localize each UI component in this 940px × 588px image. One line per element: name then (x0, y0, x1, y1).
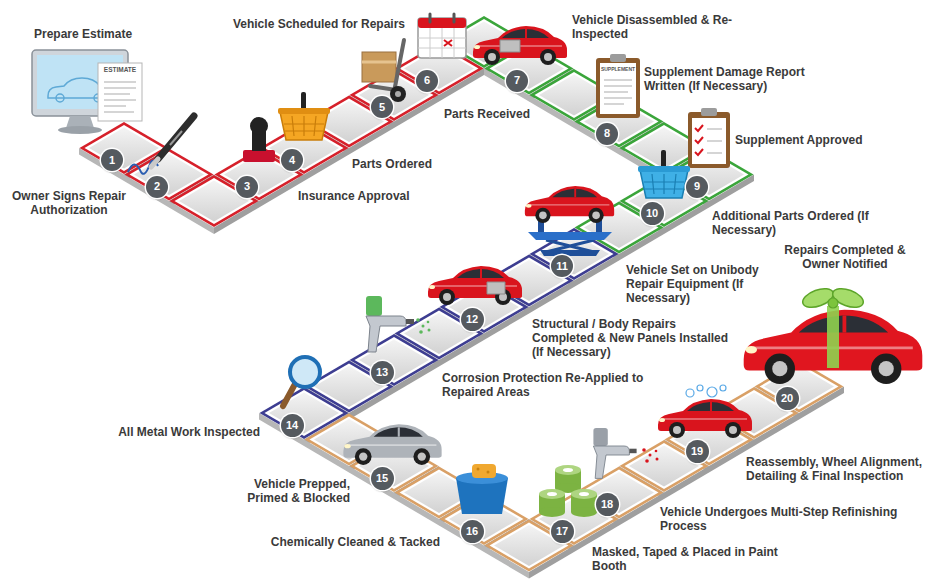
step-caption: Parts Ordered (352, 158, 462, 172)
step-marker: 8Supplement Damage Report Written (If Ne… (596, 123, 618, 145)
basket-icon (638, 150, 690, 198)
game-board (79, 16, 844, 579)
step-number: 12 (466, 314, 478, 325)
step-caption: Supplement Damage Report Written (If Nec… (644, 66, 849, 94)
step-marker: 5Parts Received (371, 96, 393, 118)
step-caption: Vehicle Undergoes Multi-Step Refinishing… (660, 506, 932, 534)
tape-rolls-icon (539, 465, 597, 517)
car-icon (428, 266, 522, 305)
step-caption: Prepare Estimate (34, 28, 164, 42)
step-caption: Corrosion Protection Re-Applied to Repai… (442, 372, 647, 400)
step-marker: 10Additional Parts Ordered (If Necessary… (641, 202, 664, 225)
step-marker: 9Supplement Approved (686, 176, 708, 198)
pen-icon (128, 116, 194, 174)
step-marker: 12Structural / Body Repairs Completed & … (461, 308, 484, 331)
step-marker: 1Prepare Estimate (101, 149, 123, 171)
disassembled-car-icon (473, 26, 567, 65)
icon-label: SUPPLEMENT (600, 67, 636, 72)
basket-icon (278, 92, 330, 140)
step-caption: Reassembly, Wheel Alignment, Detailing &… (746, 456, 932, 484)
step-caption: Insurance Approval (298, 190, 433, 204)
step-marker: 20Repairs Completed & Owner Notified (776, 387, 799, 410)
step-caption: All Metal Work Inspected (100, 426, 260, 440)
step-number: 2 (154, 181, 160, 192)
step-marker: 14All Metal Work Inspected (281, 414, 304, 437)
step-number: 8 (604, 128, 610, 139)
step-caption: Parts Received (444, 108, 544, 122)
step-marker: 16Chemically Cleaned & Tacked (461, 520, 484, 543)
step-caption: Vehicle Set on Unibody Repair Equipment … (626, 264, 776, 305)
bucket-icon (456, 464, 508, 514)
step-caption: Masked, Taped & Placed in Paint Booth (592, 546, 792, 574)
step-marker: 2Owner Signs Repair Authorization (146, 176, 168, 198)
step-number: 7 (514, 75, 520, 86)
step-caption: Additional Parts Ordered (If Necessary) (712, 210, 934, 238)
step-marker: 3Insurance Approval (236, 176, 258, 198)
car-lift-icon (525, 186, 614, 256)
estimate-paper-icon (98, 63, 142, 121)
step-marker: 11Vehicle Set on Unibody Repair Equipmen… (551, 255, 573, 277)
step-marker: 17Masked, Taped & Placed in Paint Booth (551, 520, 574, 543)
step-caption: Chemically Cleaned & Tacked (235, 536, 440, 550)
car-icon (343, 424, 441, 465)
step-number: 10 (646, 208, 658, 219)
gift-car-icon (744, 285, 923, 384)
step-number: 9 (694, 181, 700, 192)
step-number: 15 (376, 473, 388, 484)
step-number: 14 (286, 420, 298, 431)
step-number: 16 (466, 526, 478, 537)
calendar-icon (418, 14, 466, 58)
car-icon (658, 385, 752, 438)
step-number: 3 (244, 181, 250, 192)
step-number: 20 (781, 393, 793, 404)
checklist-icon (688, 108, 730, 168)
step-number: 1 (109, 155, 115, 166)
step-number: 18 (601, 499, 613, 510)
clipboard-icon (596, 54, 640, 118)
step-number: 13 (376, 367, 388, 378)
spray-gun-icon (593, 428, 658, 478)
step-marker: 19Reassembly, Wheel Alignment, Detailing… (686, 440, 709, 463)
step-caption: Vehicle Disassembled & Re-Inspected (572, 14, 747, 42)
step-marker: 7Vehicle Disassembled & Re-Inspected (506, 70, 528, 92)
step-caption: Owner Signs Repair Authorization (4, 190, 134, 218)
step-caption: Vehicle Scheduled for Repairs (195, 18, 405, 32)
step-number: 17 (556, 526, 568, 537)
step-number: 19 (691, 446, 703, 457)
step-caption: Structural / Body Repairs Completed & Ne… (532, 318, 737, 359)
step-marker: 18Vehicle Undergoes Multi-Step Refinishi… (596, 493, 619, 516)
magnifier-icon (283, 357, 320, 406)
step-caption: Supplement Approved (735, 134, 895, 148)
step-marker: 13Corrosion Protection Re-Applied to Rep… (371, 361, 394, 384)
hand-truck-icon (362, 40, 406, 102)
step-number: 6 (424, 75, 430, 86)
spray-gun-icon (366, 296, 431, 352)
step-caption: Vehicle Prepped, Primed & Blocked (225, 478, 350, 506)
step-marker: 4Parts Ordered (281, 149, 303, 171)
step-caption: Repairs Completed & Owner Notified (770, 244, 920, 272)
stamp-icon (243, 117, 275, 162)
step-marker: 15Vehicle Prepped, Primed & Blocked (371, 467, 394, 490)
step-number: 4 (289, 155, 295, 166)
step-marker: 6Vehicle Scheduled for Repairs (416, 70, 438, 92)
step-number: 5 (379, 102, 385, 113)
step-number: 11 (556, 261, 568, 272)
icon-label: ESTIMATE (100, 67, 140, 74)
